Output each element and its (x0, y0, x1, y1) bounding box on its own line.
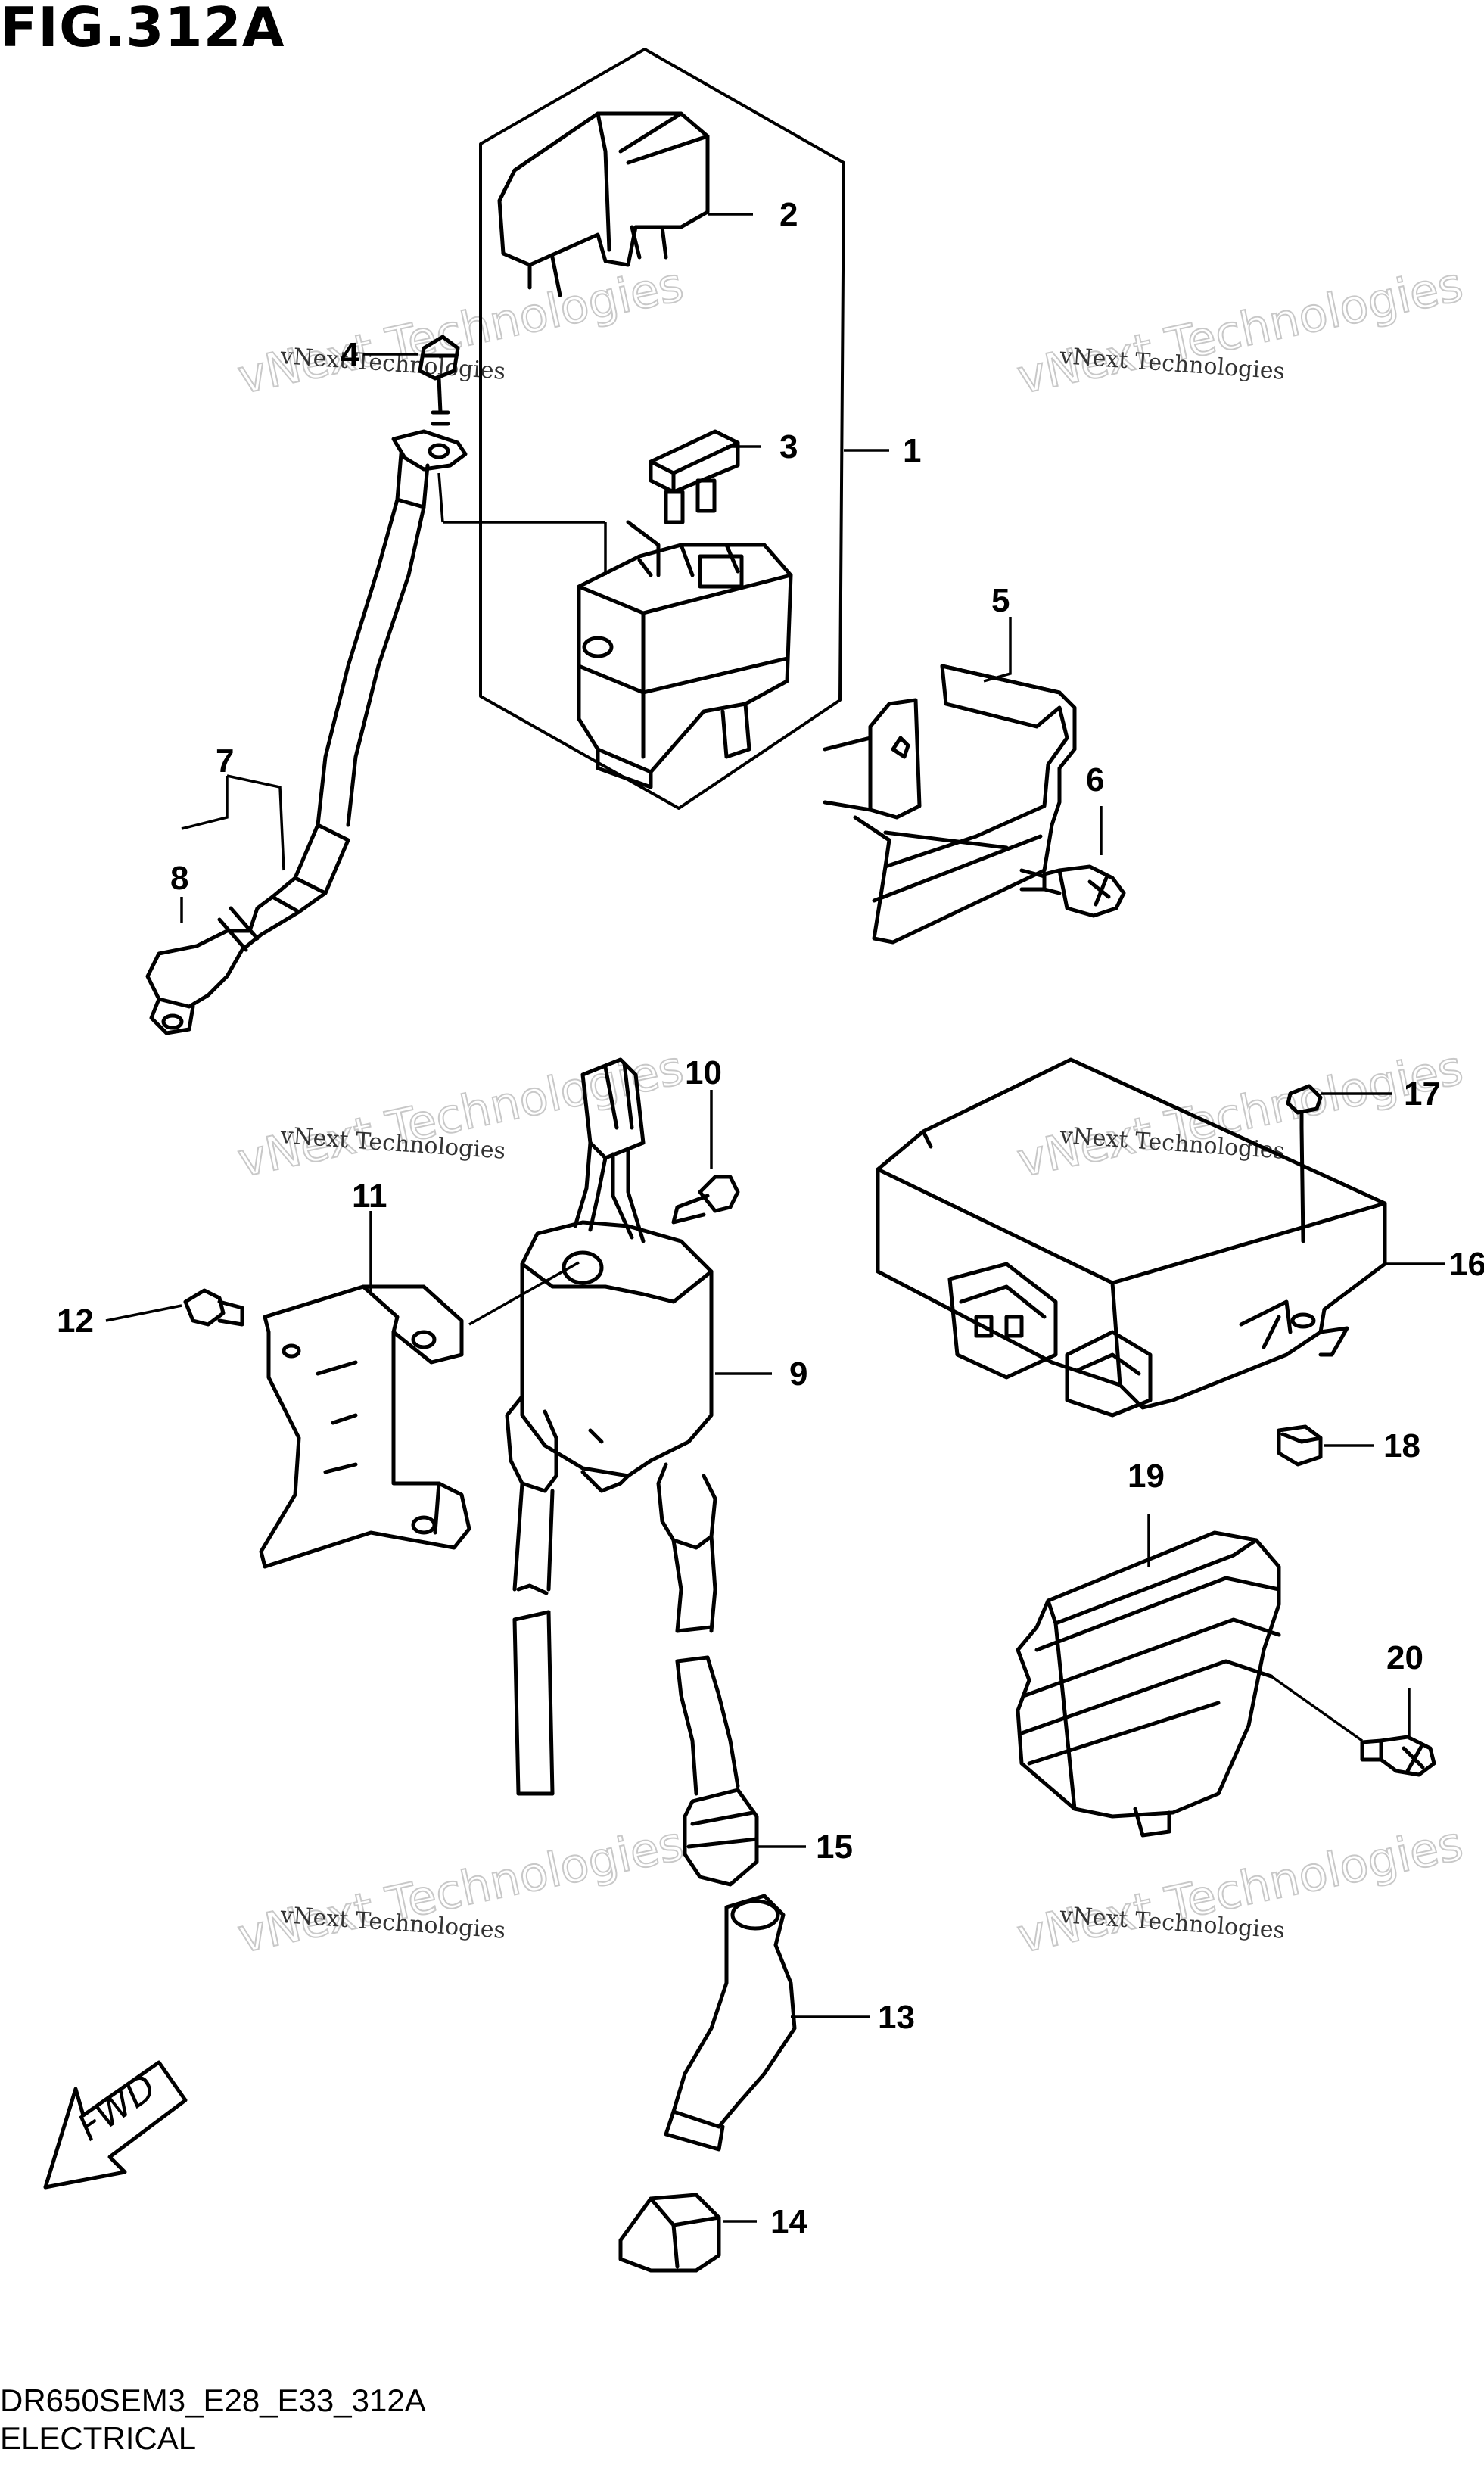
watermark-bg: vNext Technologies (1013, 1040, 1467, 1188)
callout-16: 16 (1449, 1246, 1484, 1283)
relay-bracket-part (823, 664, 1077, 945)
plug-cover-part (618, 2193, 721, 2273)
coil-connector-wire (573, 1057, 646, 1243)
watermark-bg: vNext Technologies (233, 257, 688, 405)
callout-10: 10 (685, 1054, 722, 1091)
bolt-part (418, 335, 460, 426)
forward-arrow-icon (43, 2060, 188, 2190)
callout-6: 6 (1086, 761, 1104, 798)
regulator-bolt-part (1360, 1735, 1436, 1777)
diagram-caption: ELECTRICAL (0, 2420, 197, 2456)
callout-9: 9 (789, 1355, 807, 1393)
callout-12: 12 (57, 1303, 94, 1340)
callout-3: 3 (779, 428, 798, 465)
callout-13: 13 (878, 1999, 915, 2036)
watermark-bg: vNext Technologies (1013, 257, 1467, 405)
spark-plug-boot-part (683, 1788, 759, 1887)
watermark-bg: vNext Technologies (1013, 1816, 1467, 1964)
callout-2: 2 (779, 196, 798, 233)
callout-17: 17 (1404, 1075, 1441, 1113)
callout-20: 20 (1386, 1639, 1423, 1676)
callout-1: 1 (903, 432, 921, 469)
diagram-code: DR650SEM3_E28_E33_312A (0, 2383, 426, 2418)
high-tension-leads (505, 1394, 740, 1796)
callout-4: 4 (341, 336, 359, 373)
callout-14: 14 (770, 2203, 807, 2240)
callout-8: 8 (170, 860, 188, 897)
watermark-bg: vNext Technologies (233, 1816, 688, 1964)
watermark: vNext Technologies vNext Technologies vN… (232, 256, 1468, 1965)
callout-11: 11 (352, 1178, 387, 1215)
coil-bracket-part (259, 1284, 471, 1569)
ignition-coil-part (520, 1220, 714, 1493)
coil-bolt-part (671, 1175, 740, 1225)
callout-18: 18 (1383, 1427, 1420, 1464)
figure-title: FIG.312A (0, 0, 285, 59)
bracket-screw-part (183, 1288, 244, 1327)
forward-label: FWD (70, 2066, 164, 2149)
callout-19: 19 (1128, 1458, 1165, 1495)
relay-cover-part (497, 111, 710, 297)
ecm-nut-part (1277, 1424, 1323, 1467)
callout-5: 5 (991, 582, 1010, 619)
callout-7: 7 (216, 742, 234, 780)
starter-relay-body (577, 520, 793, 789)
callout-15: 15 (816, 1829, 853, 1866)
leader-lines (105, 213, 1445, 2223)
regulator-rectifier-part (1016, 1530, 1281, 1838)
relay-assembly-outline (479, 48, 845, 810)
ecm-unit-part (876, 1057, 1387, 1418)
plug-cap-part (664, 1894, 797, 2152)
ecm-screw-part (1286, 1084, 1323, 1329)
battery-lead-wire (145, 429, 468, 1035)
fuse-part (649, 429, 740, 524)
callout-numbers: 2 3 1 4 5 6 7 8 9 10 11 12 13 14 15 16 1… (57, 196, 1484, 2240)
bracket-bolt-part (1019, 864, 1126, 918)
